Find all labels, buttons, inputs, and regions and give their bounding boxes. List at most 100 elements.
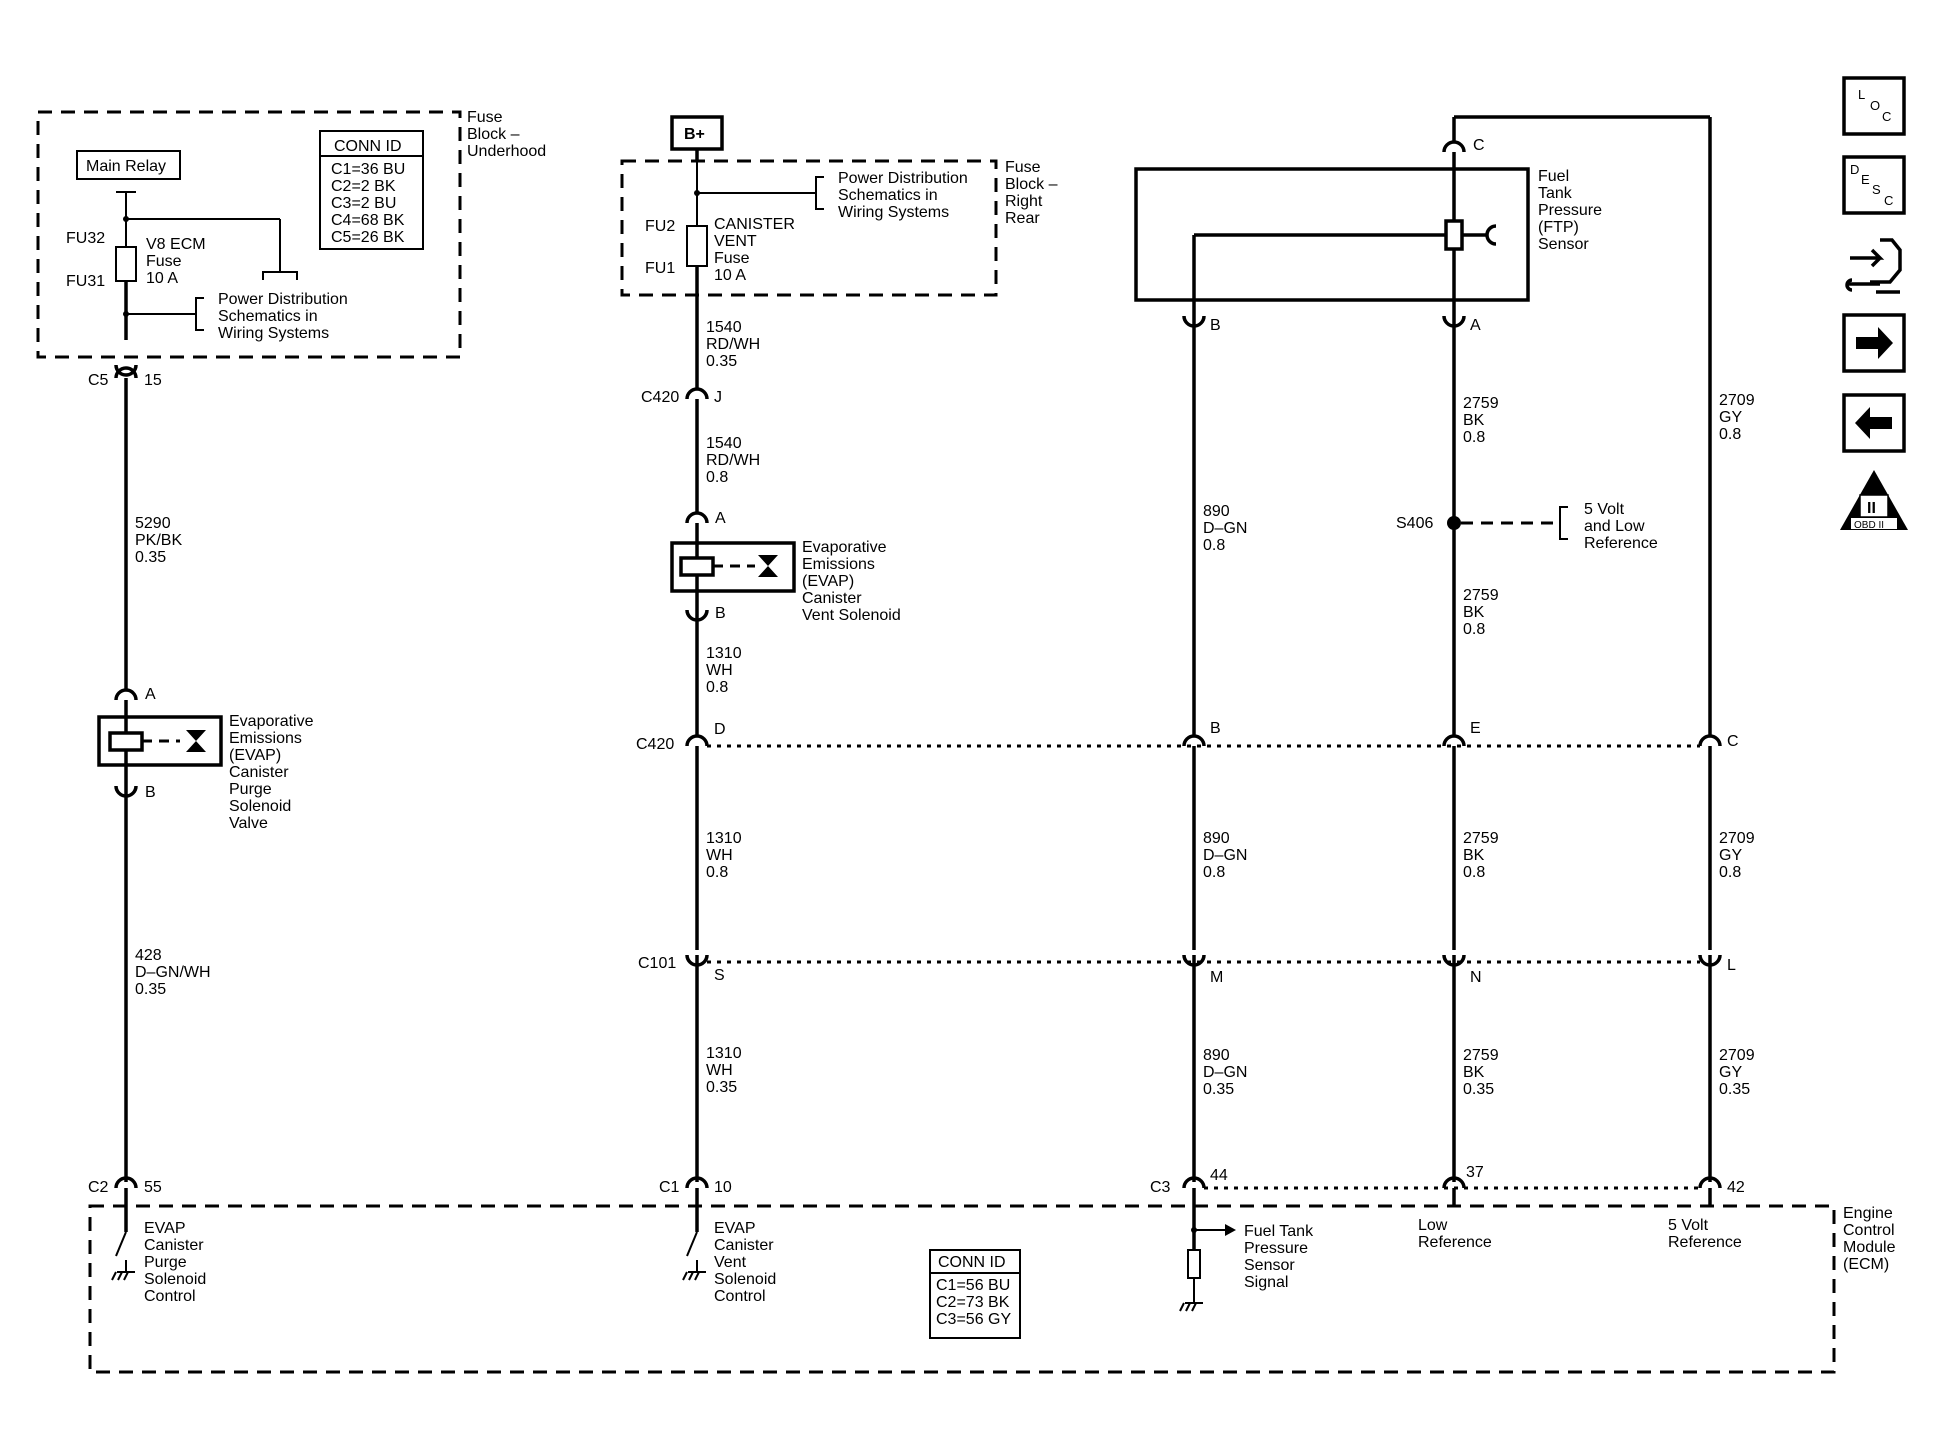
pin-label: L	[1727, 957, 1736, 974]
obd-ii-button[interactable]: II OBD II	[1840, 470, 1908, 531]
location-button[interactable]: L O C	[1842, 76, 1906, 136]
power-dist-label-rr: Power Distribution	[838, 170, 968, 187]
ftp-sensor: C B A Fuel Tank Pressure (FTP) Sensor	[1134, 115, 1710, 334]
c2-pin-label: 55	[144, 1179, 162, 1196]
description-button[interactable]: D E S C	[1842, 155, 1906, 215]
wire-label: 1310	[706, 1045, 742, 1062]
power-dist-label-3: Wiring Systems	[218, 325, 329, 342]
ecm-input-label: Signal	[1244, 1274, 1288, 1291]
pin-label: B	[715, 605, 726, 622]
purge-solenoid-label: Canister	[229, 764, 289, 781]
fuse-block-rr-title: Fuse	[1005, 159, 1041, 176]
wire-label: BK	[1463, 412, 1485, 429]
wire-label: 0.35	[706, 353, 737, 370]
pin-label: B	[1210, 720, 1221, 737]
wire-label: 890	[1203, 830, 1230, 847]
ecm-title: Module	[1843, 1239, 1896, 1256]
purge-solenoid-label: Valve	[229, 815, 268, 832]
loc-letter: O	[1870, 98, 1880, 113]
power-dist-label-1: Power Distribution	[218, 291, 348, 308]
fu32-label: FU32	[66, 230, 105, 247]
ecm-title: Control	[1843, 1222, 1895, 1239]
ecm-ref-label: 5 Volt	[1668, 1217, 1709, 1234]
c3-connector-label: C3	[1150, 1179, 1171, 1196]
wire-label: BK	[1463, 847, 1485, 864]
ecm-input-label: Sensor	[1244, 1257, 1295, 1274]
ecm-output-label: Canister	[144, 1237, 204, 1254]
side-nav: L O C D E S C II O	[1840, 76, 1908, 531]
wire-label: 2759	[1463, 1047, 1499, 1064]
pin-label: D	[714, 721, 726, 738]
wire-label: BK	[1463, 604, 1485, 621]
previous-page-button[interactable]	[1842, 393, 1906, 453]
five-volt-circuit: 2709 GY 0.8 C 2709 GY 0.8 L 2709 GY 0.35…	[1668, 117, 1755, 1251]
conn-id-row: C2=73 BK	[936, 1294, 1010, 1311]
low-ref-circuit: 2759 BK 0.8 S406 5 Volt and Low Referenc…	[1396, 316, 1658, 1251]
power-dist-label-2: Schematics in	[218, 308, 318, 325]
ecm-output-label: Purge	[144, 1254, 187, 1271]
connector-repair-icon[interactable]	[1845, 238, 1902, 294]
ecm-output-label: Solenoid	[714, 1271, 776, 1288]
ecm-output-label: Vent	[714, 1254, 747, 1271]
ftp-sensor-label: Sensor	[1538, 236, 1589, 253]
fu1-label: FU1	[645, 260, 675, 277]
wire-label: 0.8	[706, 864, 728, 881]
wire-label: RD/WH	[706, 452, 760, 469]
pin-label: S	[714, 967, 725, 984]
wire-label: 0.35	[706, 1079, 737, 1096]
conn-id-row: C3=56 GY	[936, 1311, 1011, 1328]
wire-label: 2759	[1463, 587, 1499, 604]
desc-letter: E	[1861, 172, 1870, 187]
ecm-output-label: Control	[144, 1288, 196, 1305]
wire-label: 0.8	[706, 469, 728, 486]
pin-label: B	[145, 784, 156, 801]
canister-vent-fuse-label: 10 A	[714, 267, 746, 284]
c5-pin-label: 15	[144, 372, 162, 389]
obd-ii-mark: II	[1867, 500, 1876, 517]
ftp-sensor-label: (FTP)	[1538, 219, 1579, 236]
main-relay-box	[76, 150, 181, 180]
conn-id-table-ecm	[929, 1249, 1021, 1339]
wire-label: BK	[1463, 1064, 1485, 1081]
conn-id-table-underhood	[319, 130, 424, 250]
conn-id-row: C1=36 BU	[331, 161, 405, 178]
wire-label: 0.35	[135, 549, 166, 566]
vent-solenoid-label: Canister	[802, 590, 862, 607]
canister-vent-fuse-label: Fuse	[714, 250, 750, 267]
ecm-input-label: Fuel Tank	[1244, 1223, 1314, 1240]
conn-id-row: C5=26 BK	[331, 229, 405, 246]
ftp-sensor-label: Pressure	[1538, 202, 1602, 219]
wire-label: GY	[1719, 1064, 1742, 1081]
canister-vent-fuse-label: VENT	[714, 233, 757, 250]
purge-solenoid-label: Purge	[229, 781, 272, 798]
conn-id-row: C4=68 BK	[331, 212, 405, 229]
wire-label: 0.8	[1463, 429, 1485, 446]
b-plus-label: B+	[684, 126, 705, 143]
fu31-label: FU31	[66, 273, 105, 290]
c420-label: C420	[636, 736, 674, 753]
ftp-sensor-label: Fuel	[1538, 168, 1569, 185]
vent-circuit: 1540 RD/WH 0.35 C420 J 1540 RD/WH 0.8 A …	[636, 266, 901, 1305]
fuse-block-right-rear: B+ Fuse Block – Right Rear Power Distrib…	[620, 115, 1058, 297]
c101-label: C101	[638, 955, 676, 972]
conn-id-row: C1=56 BU	[936, 1277, 1010, 1294]
pin-label: B	[1210, 317, 1221, 334]
wire-label: 1540	[706, 319, 742, 336]
power-dist-label-rr: Wiring Systems	[838, 204, 949, 221]
power-dist-label-rr: Schematics in	[838, 187, 938, 204]
conn-id-title-ecm: CONN ID	[938, 1254, 1006, 1271]
ecm-ref-label: Reference	[1668, 1234, 1742, 1251]
next-page-button[interactable]	[1842, 313, 1906, 373]
splice-ref-label: 5 Volt	[1584, 501, 1625, 518]
conn-id-row: C2=2 BK	[331, 178, 396, 195]
ecm-output-label: Canister	[714, 1237, 774, 1254]
ecm-title: Engine	[1843, 1205, 1893, 1222]
wire-label: 2709	[1719, 830, 1755, 847]
wire-label: 0.35	[1719, 1081, 1750, 1098]
ecm-input-label: Pressure	[1244, 1240, 1308, 1257]
ecm-ref-label: Low	[1418, 1217, 1448, 1234]
main-relay-label: Main Relay	[86, 158, 166, 175]
wire-label: 0.35	[1463, 1081, 1494, 1098]
fuse-block-rr-title: Rear	[1005, 210, 1040, 227]
purge-solenoid-box	[97, 715, 223, 767]
